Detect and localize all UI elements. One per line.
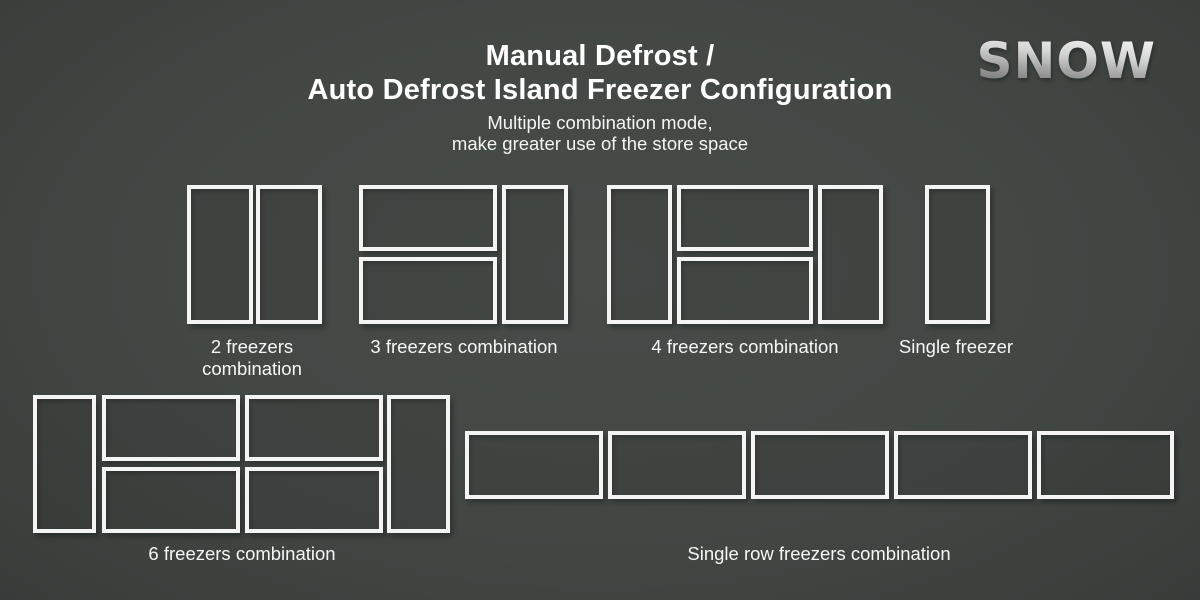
freezer-unit	[677, 185, 813, 251]
page-title-line1: Manual Defrost /	[485, 40, 715, 72]
freezer-unit	[245, 395, 383, 461]
freezer-unit	[818, 185, 883, 324]
freezer-unit	[359, 185, 497, 251]
page-subtitle-line1: Multiple combination mode,	[487, 112, 713, 133]
freezer-unit	[359, 257, 497, 324]
freezer-unit	[608, 431, 746, 499]
page-subtitle: Multiple combination mode, make greater …	[0, 112, 1200, 154]
freezer-unit	[894, 431, 1032, 499]
freezer-unit	[102, 467, 240, 533]
freezer-group-label: 2 freezers combination	[202, 336, 302, 379]
freezer-unit	[607, 185, 672, 324]
freezer-unit	[677, 257, 813, 324]
freezer-unit	[502, 185, 568, 324]
page-subtitle-line2: make greater use of the store space	[451, 133, 749, 154]
freezer-unit	[751, 431, 889, 499]
freezer-unit	[187, 185, 253, 324]
freezer-unit	[1037, 431, 1174, 499]
page-title: Manual Defrost / Auto Defrost Island Fre…	[0, 39, 1200, 107]
freezer-unit	[256, 185, 322, 324]
freezer-unit	[33, 395, 96, 533]
freezer-unit	[102, 395, 240, 461]
freezer-group-label: 6 freezers combination	[148, 543, 336, 564]
snow-brand-logo: SNOW	[976, 32, 1156, 90]
freezer-unit	[925, 185, 990, 324]
freezer-unit	[387, 395, 450, 533]
page-title-line2: Auto Defrost Island Freezer Configuratio…	[307, 74, 893, 106]
freezer-group-label: Single row freezers combination	[687, 543, 951, 564]
freezer-group-label: Single freezer	[898, 336, 1014, 357]
freezer-unit	[465, 431, 603, 499]
freezer-group-label: 4 freezers combination	[651, 336, 839, 357]
freezer-unit	[245, 467, 383, 533]
freezer-group-label: 3 freezers combination	[370, 336, 558, 357]
